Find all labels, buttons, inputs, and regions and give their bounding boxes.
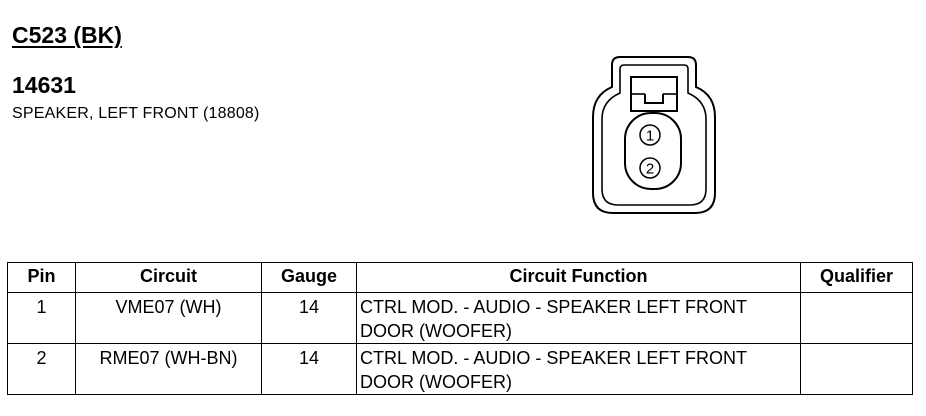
header-circuit-function: Circuit Function xyxy=(356,262,801,293)
pin-2-circle xyxy=(639,157,661,179)
cell-circuit-function: CTRL MOD. - AUDIO - SPEAKER LEFT FRONT DO… xyxy=(356,343,801,395)
connector-latch-tab xyxy=(644,94,664,104)
pin-1-circle xyxy=(639,124,661,146)
part-number: 14631 xyxy=(12,72,76,98)
pin-2-label: 2 xyxy=(646,161,654,178)
circuit-function-line-1: CTRL MOD. - AUDIO - SPEAKER LEFT FRONT xyxy=(360,348,748,368)
header-qualifier: Qualifier xyxy=(800,262,913,293)
cell-qualifier xyxy=(800,343,913,395)
cell-pin: 1 xyxy=(7,292,76,344)
cell-gauge: 14 xyxy=(261,343,357,395)
pin-1-label: 1 xyxy=(646,128,654,145)
cell-pin: 2 xyxy=(7,343,76,395)
header-pin: Pin xyxy=(7,262,76,293)
table-row: 2 RME07 (WH-BN) 14 CTRL MOD. - AUDIO - S… xyxy=(7,343,913,395)
connector-face-diagram: 1 2 xyxy=(592,56,716,214)
connector-id: C523 (BK) xyxy=(12,22,122,48)
header-gauge: Gauge xyxy=(261,262,357,293)
cell-circuit: VME07 (WH) xyxy=(75,292,262,344)
part-description: SPEAKER, LEFT FRONT (18808) xyxy=(12,105,260,122)
circuit-function-line-1: CTRL MOD. - AUDIO - SPEAKER LEFT FRONT xyxy=(360,297,748,317)
connector-housing-inner xyxy=(601,64,707,206)
table-header-row: Pin Circuit Gauge Circuit Function Quali… xyxy=(7,262,913,293)
cell-circuit-function: CTRL MOD. - AUDIO - SPEAKER LEFT FRONT DO… xyxy=(356,292,801,344)
pin-cavity xyxy=(624,112,682,190)
header-circuit: Circuit xyxy=(75,262,262,293)
circuit-function-line-2: DOOR (WOOFER) xyxy=(360,321,512,341)
table-row: 1 VME07 (WH) 14 CTRL MOD. - AUDIO - SPEA… xyxy=(7,292,913,344)
connector-housing-outer xyxy=(592,56,716,214)
cell-qualifier xyxy=(800,292,913,344)
cell-gauge: 14 xyxy=(261,292,357,344)
pin-table: Pin Circuit Gauge Circuit Function Quali… xyxy=(7,262,913,395)
cell-circuit: RME07 (WH-BN) xyxy=(75,343,262,395)
circuit-function-line-2: DOOR (WOOFER) xyxy=(360,372,512,392)
